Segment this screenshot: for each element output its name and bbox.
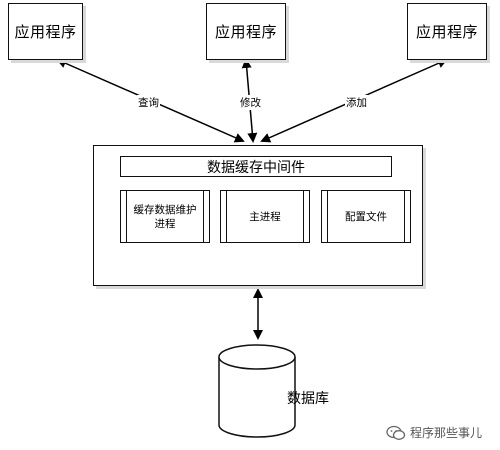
app-label: 应用程序 [415, 23, 478, 41]
process-config-file: 配置文件 [321, 190, 411, 243]
middleware-title-text: 数据缓存中间件 [207, 159, 305, 176]
app-box-right: 应用程序 [407, 3, 487, 60]
query-label: 查询 [137, 95, 160, 110]
middleware-title: 数据缓存中间件 [120, 156, 392, 177]
modify-label: 修改 [239, 95, 262, 110]
database-label: 数据库 [287, 391, 329, 407]
watermark: 程序那些事儿 [386, 424, 482, 441]
process-main: 主进程 [220, 190, 310, 243]
process-label: 主进程 [249, 210, 281, 223]
process-label-line1: 缓存数据维护 [133, 203, 197, 216]
app-label: 应用程序 [14, 23, 77, 41]
process-label-line2: 进程 [154, 217, 176, 230]
add-label: 添加 [345, 95, 368, 110]
app-box-center: 应用程序 [206, 3, 286, 60]
watermark-text: 程序那些事儿 [410, 426, 483, 440]
app-label: 应用程序 [214, 23, 277, 41]
process-label: 配置文件 [345, 210, 387, 223]
process-cache-maintenance: 缓存数据维护 进程 [120, 190, 210, 243]
database-cylinder [218, 344, 296, 438]
wechat-icon [386, 425, 406, 440]
app-box-left: 应用程序 [8, 3, 83, 60]
